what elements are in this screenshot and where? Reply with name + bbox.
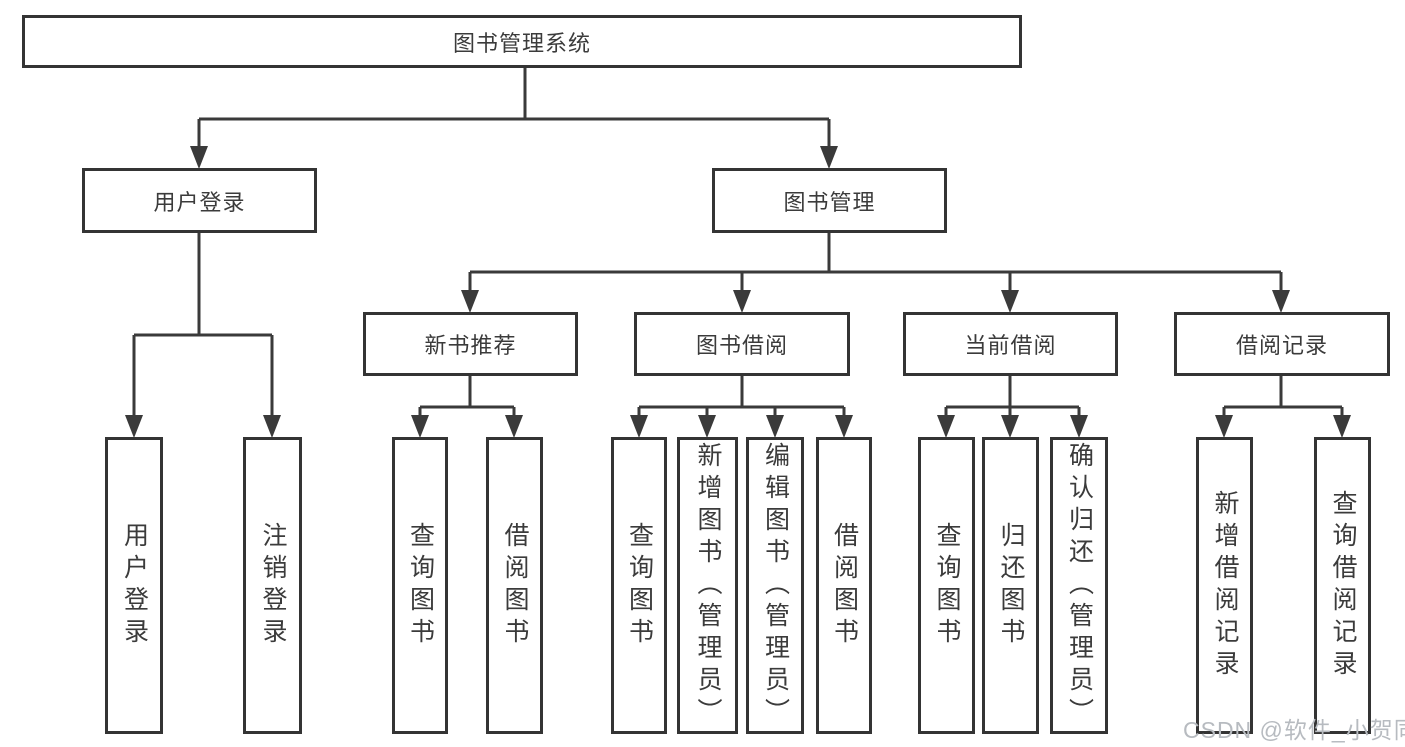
node-user-login: 用户登录 (82, 168, 317, 233)
node-book-management: 图书管理 (712, 168, 947, 233)
connector-root-to-level2 (190, 68, 838, 169)
node-label: 图书管理 (783, 189, 876, 215)
connector-current-borrow-children (937, 376, 1088, 438)
node-book-borrow: 图书借阅 (634, 312, 850, 376)
connector-book-borrow-children (630, 376, 853, 438)
node-label: 编辑图书（管理员） (761, 441, 790, 730)
leaf-user-login: 用户登录 (105, 437, 163, 734)
connector-book-management-children (461, 233, 1290, 313)
leaf-br-add-record: 新增借阅记录 (1196, 437, 1253, 734)
leaf-br-query-record: 查询借阅记录 (1314, 437, 1371, 734)
node-label: 查询图书 (406, 521, 435, 650)
node-label: 查询借阅记录 (1329, 489, 1357, 682)
node-label: 借阅记录 (1235, 333, 1328, 358)
leaf-logout: 注销登录 (243, 437, 302, 734)
node-borrow-records: 借阅记录 (1174, 312, 1390, 376)
node-current-borrow: 当前借阅 (903, 312, 1118, 376)
node-label: 借阅图书 (501, 521, 529, 650)
node-label: 用户登录 (153, 189, 246, 215)
leaf-nb-borrow-books: 借阅图书 (486, 437, 543, 734)
leaf-cb-confirm-return-admin: 确认归还（管理员） (1050, 437, 1108, 734)
connector-user-login-children (125, 233, 281, 438)
leaf-cb-query-books: 查询图书 (918, 437, 975, 734)
node-label: 查询图书 (933, 521, 961, 650)
node-label: 查询图书 (625, 521, 654, 650)
node-label: 注销登录 (259, 521, 287, 650)
leaf-bb-query-books: 查询图书 (611, 437, 667, 734)
connector-new-books-children (411, 376, 523, 438)
node-label: 确认归还（管理员） (1065, 441, 1094, 730)
watermark: CSDN @软件_小贺同学 (1183, 717, 1405, 743)
leaf-bb-edit-books-admin: 编辑图书（管理员） (746, 437, 804, 734)
node-label: 新增图书（管理员） (694, 441, 722, 730)
node-label: 归还图书 (997, 521, 1025, 650)
leaf-cb-return-books: 归还图书 (982, 437, 1039, 734)
node-label: 图书借阅 (695, 333, 788, 358)
node-label: 新增借阅记录 (1211, 489, 1239, 682)
leaf-bb-borrow-books: 借阅图书 (816, 437, 872, 734)
leaf-nb-query-books: 查询图书 (392, 437, 448, 734)
node-label: 用户登录 (120, 521, 149, 650)
node-root: 图书管理系统 (22, 15, 1022, 68)
node-label: 借阅图书 (830, 521, 859, 650)
connector-borrow-records-children (1215, 376, 1351, 438)
node-label: 新书推荐 (424, 333, 517, 358)
node-label: 图书管理系统 (452, 30, 591, 56)
leaf-bb-add-books-admin: 新增图书（管理员） (677, 437, 738, 734)
node-label: 当前借阅 (964, 333, 1057, 358)
node-new-books: 新书推荐 (363, 312, 578, 376)
